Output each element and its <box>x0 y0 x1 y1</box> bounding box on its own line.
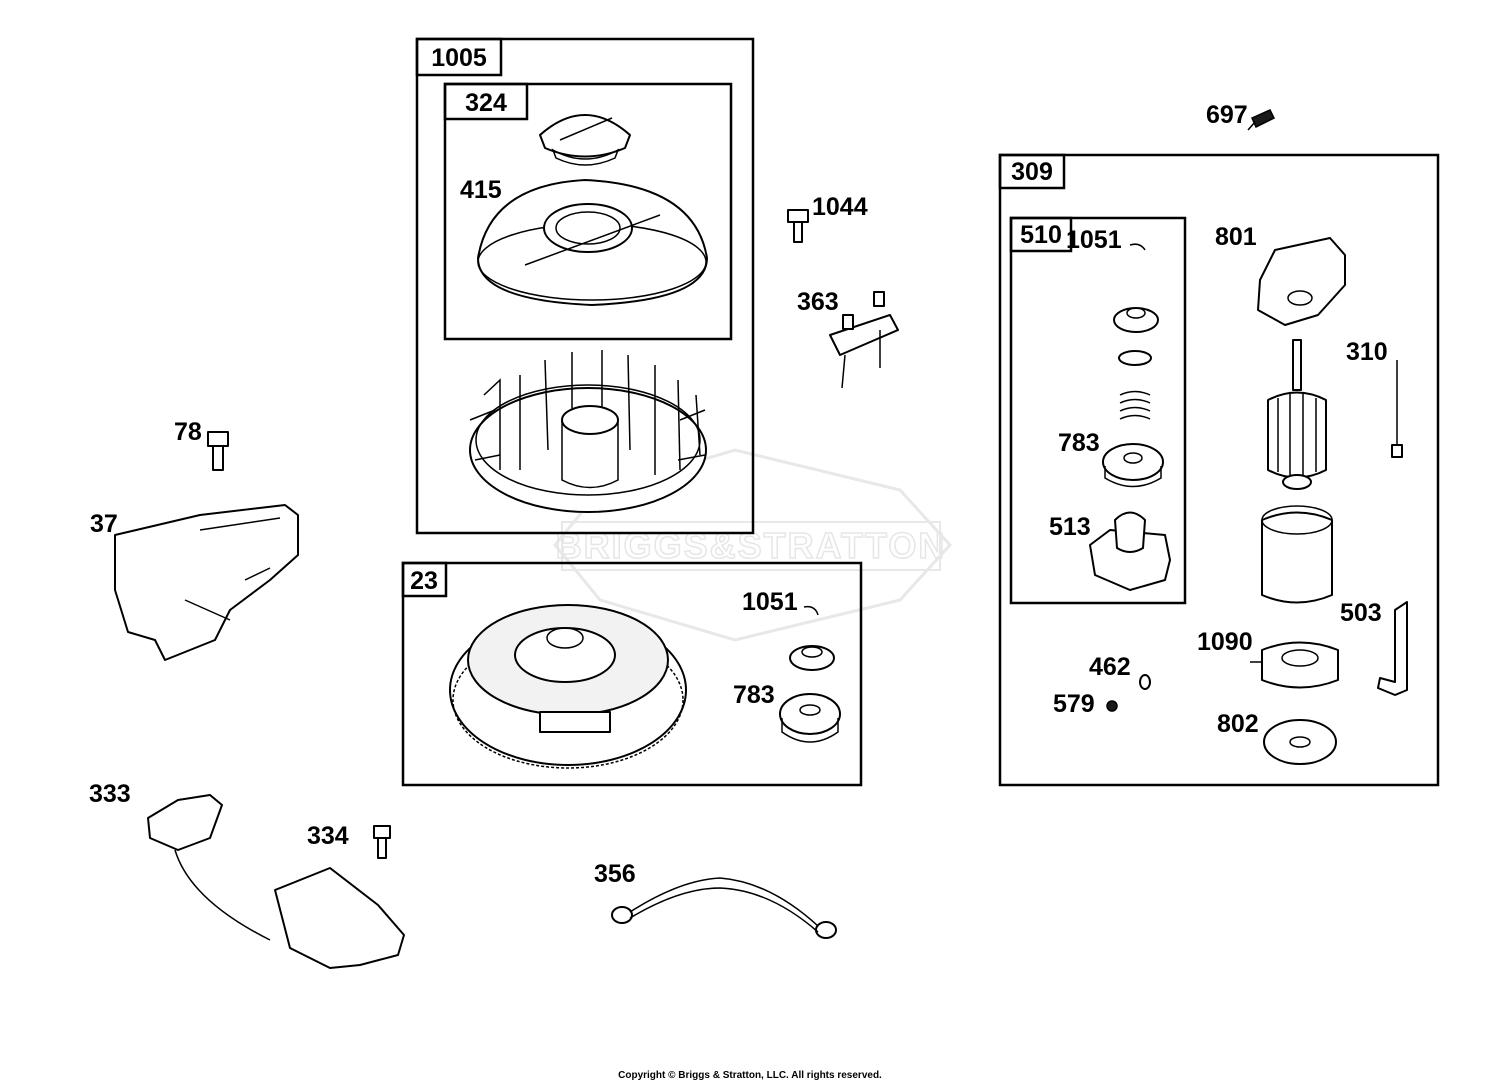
watermark-text: BRIGGS&STRATTON <box>556 525 947 566</box>
part-label-415[interactable]: 415 <box>460 176 502 204</box>
box-label-23: 23 <box>410 567 438 595</box>
box-label-324: 324 <box>465 89 507 117</box>
part-label-1051-starter[interactable]: 1051 <box>1066 226 1122 254</box>
bolt-78[interactable] <box>207 431 229 471</box>
drive-housing-513[interactable] <box>1089 511 1171 591</box>
motor-housing[interactable] <box>1261 505 1333 604</box>
part-label-783-flywheel[interactable]: 783 <box>733 681 775 709</box>
washer-462[interactable] <box>1139 674 1151 690</box>
part-label-513[interactable]: 513 <box>1049 513 1091 541</box>
part-label-363[interactable]: 363 <box>797 288 839 316</box>
part-label-334[interactable]: 334 <box>307 822 349 850</box>
part-label-462[interactable]: 462 <box>1089 653 1131 681</box>
cooling-fan-part[interactable] <box>469 350 707 513</box>
part-label-37[interactable]: 37 <box>90 510 118 538</box>
part-label-310[interactable]: 310 <box>1346 338 1388 366</box>
washer-starter[interactable] <box>1113 307 1159 333</box>
box-label-510: 510 <box>1020 221 1062 249</box>
assembly-box-510[interactable]: 510 <box>1009 216 1187 605</box>
copyright-text: Copyright © Briggs & Stratton, LLC. All … <box>618 1070 882 1081</box>
gear-783-starter[interactable] <box>1102 443 1164 488</box>
part-label-1051-flywheel[interactable]: 1051 <box>742 588 798 616</box>
part-label-333[interactable]: 333 <box>89 780 131 808</box>
box-label-1005: 1005 <box>431 44 487 72</box>
part-label-356[interactable]: 356 <box>594 860 636 888</box>
assembly-box-324[interactable]: 324 <box>443 82 733 341</box>
assembly-box-309[interactable]: 309 <box>998 153 1440 787</box>
assembly-box-23[interactable]: 23 <box>401 561 863 787</box>
washer-flywheel[interactable] <box>789 645 835 671</box>
through-bolt-310[interactable] <box>1391 360 1403 458</box>
part-label-579[interactable]: 579 <box>1053 690 1095 718</box>
bolt-1044[interactable] <box>787 209 809 243</box>
clip-1051-flywheel[interactable] <box>803 605 819 616</box>
brush-holder-1090[interactable] <box>1250 641 1339 689</box>
ignition-armature-333[interactable] <box>147 794 405 969</box>
shroud-37[interactable] <box>114 504 299 661</box>
part-label-78[interactable]: 78 <box>174 418 202 446</box>
cap-part[interactable] <box>539 114 631 166</box>
end-plate-801[interactable] <box>1257 237 1346 326</box>
screw-697[interactable] <box>1247 109 1276 131</box>
box-label-309: 309 <box>1011 158 1053 186</box>
part-label-802[interactable]: 802 <box>1217 710 1259 738</box>
ground-wire-356[interactable] <box>611 877 837 939</box>
spring-starter[interactable] <box>1119 390 1151 420</box>
part-label-801[interactable]: 801 <box>1215 223 1257 251</box>
gear-783-flywheel[interactable] <box>779 693 841 743</box>
armature[interactable] <box>1267 339 1327 490</box>
assembly-box-1005[interactable]: 1005 <box>415 37 755 535</box>
flat-washer-starter[interactable] <box>1118 350 1152 366</box>
nut-579[interactable] <box>1106 700 1118 712</box>
end-cap-802[interactable] <box>1263 719 1337 765</box>
flywheel-part[interactable] <box>449 604 687 769</box>
bolt-334[interactable] <box>373 825 391 859</box>
part-label-1044[interactable]: 1044 <box>812 193 868 221</box>
part-label-1090[interactable]: 1090 <box>1197 628 1253 656</box>
part-label-503[interactable]: 503 <box>1340 599 1382 627</box>
rotating-screen-part[interactable] <box>477 179 708 306</box>
part-label-783-starter[interactable]: 783 <box>1058 429 1100 457</box>
clip-1051-starter[interactable] <box>1129 243 1146 251</box>
bracket-503[interactable] <box>1377 601 1408 696</box>
part-label-697[interactable]: 697 <box>1206 101 1248 129</box>
bracket-363[interactable] <box>829 291 899 389</box>
